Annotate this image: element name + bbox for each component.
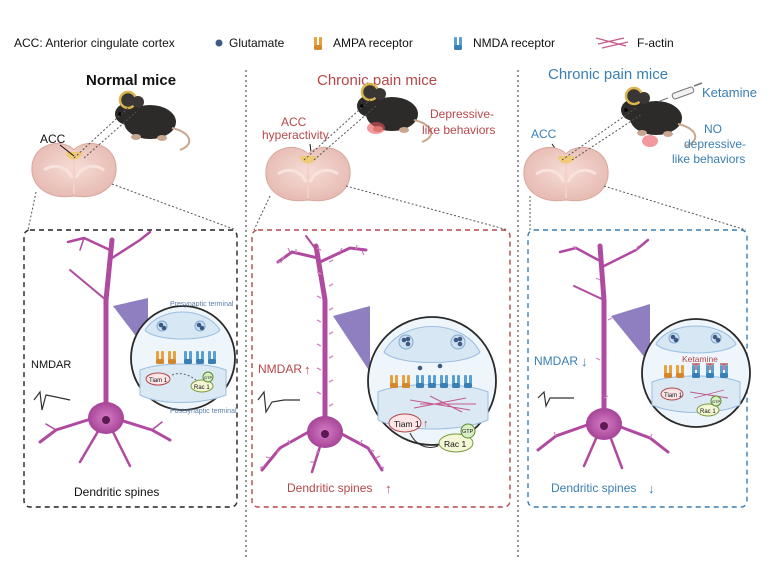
nmdar-label: NMDAR [534,354,578,368]
zoom-box-pain [251,229,511,508]
ketamine-label: Ketamine [702,85,757,100]
panel-chronic-pain: Chronic pain mice Depressive- like behav… [251,72,511,508]
synapse-inset-ketamine: Ketamine Tiam 1 Rac 1 GTP [641,318,751,428]
presynaptic-label: Presynaptic terminal [170,301,234,308]
nmdar-label: NMDAR [31,359,71,371]
projection-line [561,107,637,161]
legend-f-actin: F-actin [637,36,674,50]
acc-label: ACC [531,127,557,141]
spines-dense [259,244,385,469]
zoom-box-ketamine [527,229,748,508]
panel-normal: Normal mice ACC Presynap [23,72,238,508]
gtp-label: GTP [462,429,474,435]
legend: ACC: Anterior cingulate cortex Glutamate… [14,36,674,50]
panel-title-pain: Chronic pain mice [317,72,437,89]
projection-line [313,105,377,161]
mouse-icon [355,82,433,144]
spines-label: Dendritic spines [74,485,159,499]
nmdar-down-arrow: ↓ [581,354,588,369]
pain-spot [367,122,385,134]
zoom-line [253,195,271,231]
projection-line [83,111,137,159]
current-trace [537,390,574,408]
behavior-label-2: depressive- [684,137,746,151]
current-trace [33,390,71,411]
acc-label: ACC [281,115,307,129]
nucleus [321,430,329,438]
ketamine-block-icon [692,363,728,370]
legend-ampa: AMPA receptor [333,36,413,50]
panel-ketamine: Chronic pain mice Ketamine NO depressive… [522,66,757,508]
tiam-label: Tiam 1 [149,378,168,384]
spines-sparse [553,245,653,439]
syringe-icon [659,82,703,102]
projection-line [303,99,371,161]
current-trace [257,390,300,414]
zoom-line [345,185,509,231]
acc-label: ACC [40,132,66,146]
brain-slice-icon [522,145,610,203]
acc-pointer [59,144,75,157]
postsynaptic-label: Postsynaptic terminal [170,408,237,415]
gtp-label: GTP [204,375,213,380]
zoom-line [603,185,747,231]
brain-slice-icon [264,145,352,203]
synapse-inset-pain: Tiam 1 ↑ Rac 1 GTP [367,316,497,453]
tiam-label: Tiam 1 [664,393,683,399]
synapse-inset-normal: Presynaptic terminal Tiam 1 Rac 1 GTP Po… [130,301,237,415]
nucleus [102,416,110,424]
behavior-label-1: Depressive- [430,107,494,121]
spines-label: Dendritic spines [551,481,636,495]
legend-glutamate: Glutamate [229,36,285,50]
zoom-wedge [611,304,650,364]
panel-title-ketamine: Chronic pain mice [548,66,668,83]
rac-label: Rac 1 [444,439,466,449]
behavior-label-3: like behaviors [672,152,745,166]
projection-line [73,105,131,159]
projection-line [571,113,643,161]
nmda-receptor-icon [454,37,462,50]
rac-label: Rac 1 [700,409,716,415]
zoom-wedge [333,306,370,372]
brain-slice-icon [30,141,118,199]
acc-hyperactivity-label: hyperactivity [262,128,329,142]
nucleus [600,422,608,430]
neuron-normal [38,230,172,468]
f-actin-icon [595,37,629,49]
gtp-label: GTP [712,399,721,404]
glutamate-icon [215,39,223,47]
nmdar-label: NMDAR [258,362,302,376]
spines-down-arrow: ↓ [648,481,655,496]
nmdar-up-arrow: ↑ [304,362,311,377]
zoom-line [27,191,37,231]
legend-acc: ACC: Anterior cingulate cortex [14,36,175,50]
ketamine-inset-label: Ketamine [682,354,718,364]
zoom-line [111,183,237,231]
rac-label: Rac 1 [194,385,210,391]
zoom-box-normal [23,229,238,508]
tiam-label: Tiam 1 [394,419,420,429]
behavior-label-1: NO [704,122,722,136]
behavior-label-2: like behaviors [422,123,495,137]
panel-title-normal: Normal mice [86,72,176,89]
spines-label: Dendritic spines [287,481,372,495]
pain-spot [642,135,658,147]
tiam-up-arrow: ↑ [423,418,429,430]
spines-up-arrow: ↑ [385,481,392,496]
legend-nmda: NMDA receptor [473,36,555,50]
ampa-receptor-icon [314,37,322,50]
